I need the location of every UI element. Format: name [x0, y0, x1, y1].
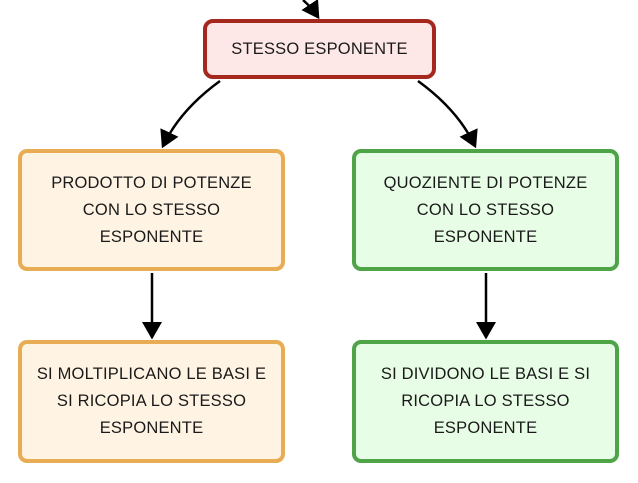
multiply-rule-label: SI MOLTIPLICANO LE BASI E SI RICOPIA LO … — [36, 365, 267, 437]
product-node[interactable]: PRODOTTO DI POTENZE CON LO STESSO ESPONE… — [18, 149, 285, 271]
root-label: STESSO ESPONENTE — [231, 39, 408, 58]
multiply-rule-node[interactable]: SI MOLTIPLICANO LE BASI E SI RICOPIA LO … — [18, 340, 285, 463]
connector-root-to-quotient — [417, 79, 478, 149]
root-node[interactable]: STESSO ESPONENTE — [203, 19, 436, 79]
connector-root-to-product — [160, 79, 221, 149]
product-label: PRODOTTO DI POTENZE CON LO STESSO ESPONE… — [51, 173, 252, 246]
incoming-connector — [301, 0, 320, 20]
divide-rule-node[interactable]: SI DIVIDONO LE BASI E SI RICOPIA LO STES… — [352, 340, 619, 463]
quotient-label: QUOZIENTE DI POTENZE CON LO STESSO ESPON… — [383, 173, 588, 246]
quotient-node[interactable]: QUOZIENTE DI POTENZE CON LO STESSO ESPON… — [352, 149, 619, 271]
divide-rule-label: SI DIVIDONO LE BASI E SI RICOPIA LO STES… — [380, 365, 591, 437]
